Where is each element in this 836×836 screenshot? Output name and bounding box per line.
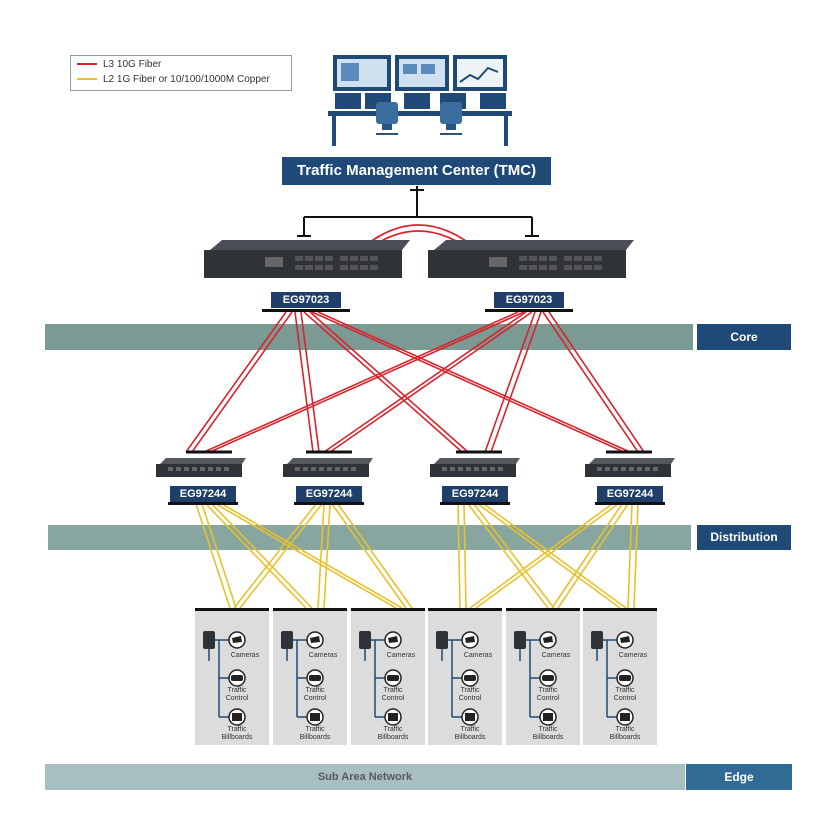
distribution-switch-4-label: EG97244	[597, 486, 663, 502]
core-distribution-links	[185, 311, 645, 453]
distribution-switch-1-label: EG97244	[170, 486, 236, 502]
cameras-label: Cameras	[308, 652, 338, 659]
distribution-band-tag	[697, 525, 791, 550]
edge-wiring	[281, 631, 324, 726]
distribution-switch-3-label: EG97244	[442, 486, 508, 502]
cameras-label: Cameras	[541, 652, 571, 659]
edge-wiring	[359, 631, 402, 726]
cameras-label: Cameras	[386, 652, 416, 659]
distribution-layer-label: Distribution	[710, 530, 778, 544]
core-switch-1-icon	[204, 240, 410, 278]
legend: L3 10G Fiber L2 1G Fiber or 10/100/1000M…	[70, 55, 292, 91]
core-switch-2-label: EG97023	[494, 292, 564, 308]
distribution-switch-2-label: EG97244	[296, 486, 362, 502]
distribution-switch-2-bar	[294, 502, 364, 505]
distribution-edge-links	[195, 503, 639, 609]
core-switch-2-icon	[428, 240, 634, 278]
distribution-band	[48, 525, 691, 550]
distribution-switch-3-icon	[430, 458, 520, 477]
distribution-switch-1-bar	[168, 502, 238, 505]
core-band-tag	[697, 324, 791, 350]
yellow-line-swatch	[77, 78, 97, 81]
control-room-icon	[328, 55, 512, 146]
edge-band-tag	[686, 764, 792, 790]
core-switch-2-bar	[485, 309, 573, 312]
legend-label: L2 1G Fiber or 10/100/1000M Copper	[103, 74, 270, 85]
edge-wiring	[203, 631, 246, 726]
legend-label: L3 10G Fiber	[103, 59, 162, 70]
cameras-label: Cameras	[230, 652, 260, 659]
core-switch-1-bar	[262, 309, 350, 312]
cameras-label: Cameras	[618, 652, 648, 659]
edge-wiring	[591, 631, 634, 726]
distribution-switch-3-bar	[440, 502, 510, 505]
tmc-connector	[297, 186, 539, 237]
edge-wiring	[514, 631, 557, 726]
distribution-switch-1-icon	[156, 458, 246, 477]
edge-wiring	[436, 631, 479, 726]
red-line-swatch	[77, 63, 97, 66]
edge-layer-label: Edge	[724, 770, 754, 784]
tmc-label: Traffic Management Center (TMC)	[282, 157, 551, 185]
cameras-label: Cameras	[463, 652, 493, 659]
core-switch-1-label: EG97023	[271, 292, 341, 308]
legend-item-l2-fiber-copper: L2 1G Fiber or 10/100/1000M Copper	[77, 74, 270, 85]
core-layer-label: Core	[730, 330, 758, 344]
distribution-switch-4-icon	[585, 458, 675, 477]
legend-item-l3-fiber: L3 10G Fiber	[77, 59, 161, 70]
distribution-switch-2-icon	[283, 458, 373, 477]
sub-area-network-bar: Sub Area Network	[45, 764, 685, 790]
distribution-switch-4-bar	[595, 502, 665, 505]
